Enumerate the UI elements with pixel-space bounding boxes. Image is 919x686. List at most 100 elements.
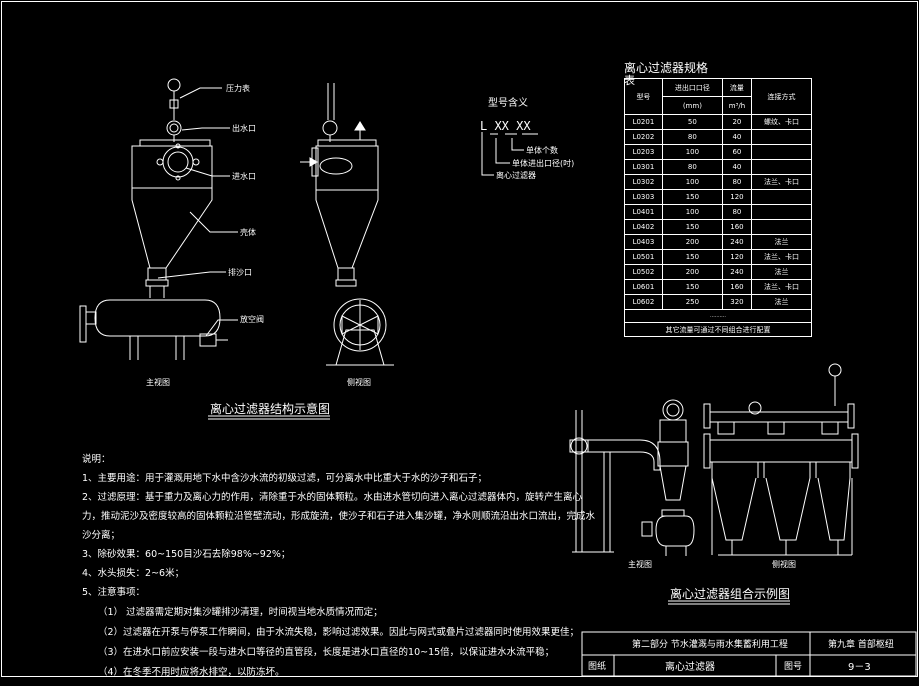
combo-side-view xyxy=(703,363,859,556)
spec-cell-model: L0303 xyxy=(624,189,663,205)
label-body: 壳体 xyxy=(240,228,256,237)
model-title: 型号含义 xyxy=(488,98,528,109)
spec-cell-diameter: 150 xyxy=(661,279,723,295)
spec-cell-diameter: 50 xyxy=(661,114,723,130)
note-line: 5、注意事项： xyxy=(82,587,146,598)
spec-cell-model: L0203 xyxy=(624,144,663,160)
spec-cell-diameter: 80 xyxy=(661,129,723,145)
spec-cell-connection: 法兰 xyxy=(750,264,813,280)
note-line: 3、除砂效果：60~150目沙石去除98%~92%； xyxy=(82,549,291,560)
spec-cell-flow: 160 xyxy=(721,279,752,295)
combo-label-side: 侧视图 xyxy=(772,560,796,569)
filter-main-view xyxy=(79,78,238,360)
title-block-number-label: 图号 xyxy=(784,662,803,672)
spec-cell-model: L0201 xyxy=(624,114,663,130)
label-pressure-gauge: 压力表 xyxy=(226,84,250,93)
spec-cell-connection: 法兰、卡口 xyxy=(750,279,813,295)
spec-header-flow: 流量 xyxy=(721,78,752,97)
label-sand-outlet: 排沙口 xyxy=(228,268,252,277)
spec-cell-model: L0602 xyxy=(624,294,663,310)
model-label-diameter: 单体进出口径(吋) xyxy=(512,159,575,168)
note-line: （1） 过滤器需定期对集沙罐排沙清理，时间视当地水质情况而定； xyxy=(98,607,383,618)
label-drain-valve: 放空阀 xyxy=(240,315,264,324)
spec-cell-model: L0501 xyxy=(624,249,663,265)
spec-cell-flow: 120 xyxy=(721,249,752,265)
label-inlet: 进水口 xyxy=(232,172,256,181)
spec-cell-flow: 240 xyxy=(721,264,752,280)
model-code-leaders xyxy=(481,132,538,176)
spec-cell-flow: 60 xyxy=(721,144,752,160)
note-line: （2）过滤器在开泵与停泵工作瞬间，由于水流失稳，影响过滤效果。因此与网式或叠片过… xyxy=(98,627,580,638)
spec-header-model: 型号 xyxy=(624,78,663,115)
title-block-lines xyxy=(581,631,917,677)
spec-cell-flow: 120 xyxy=(721,189,752,205)
label-side-view: 侧视图 xyxy=(347,378,371,387)
spec-cell-model: L0502 xyxy=(624,264,663,280)
spec-cell-flow: 80 xyxy=(721,174,752,190)
spec-cell-flow: 160 xyxy=(721,219,752,235)
model-label-filter: 离心过滤器 xyxy=(496,171,536,180)
spec-cell-flow: 20 xyxy=(721,114,752,130)
combo-label-main: 主视图 xyxy=(628,560,652,569)
title-block-chapter: 第九章 首部枢纽 xyxy=(828,640,894,650)
spec-cell-diameter: 150 xyxy=(661,219,723,235)
spec-cell-connection xyxy=(750,204,813,220)
spec-header-diameter: 进出口口径 xyxy=(661,78,723,97)
spec-header-connection: 连接方式 xyxy=(750,78,813,115)
title-block-number: 9－3 xyxy=(848,662,871,673)
spec-cell-diameter: 250 xyxy=(661,294,723,310)
spec-cell-connection xyxy=(750,219,813,235)
note-line: 1、主要用途：用于灌溉用地下水中含沙水流的初级过滤，可分离水中比重大于水的沙子和… xyxy=(82,473,488,484)
filter-side-view xyxy=(300,83,394,366)
spec-cell-flow: 240 xyxy=(721,234,752,250)
structure-caption: 离心过滤器结构示意图 xyxy=(210,402,331,416)
spec-cell-connection: 法兰 xyxy=(750,234,813,250)
spec-cell-flow: 80 xyxy=(721,204,752,220)
spec-unit-flow: m³/h xyxy=(721,96,752,115)
spec-cell-diameter: 100 xyxy=(661,204,723,220)
note-line: （3）在进水口前应安装一段与进水口等径的直管段，长度是进水口直径的10~15倍，… xyxy=(98,647,555,658)
spec-cell-diameter: 100 xyxy=(661,174,723,190)
spec-cell-flow: 40 xyxy=(721,159,752,175)
label-outlet: 出水口 xyxy=(232,124,256,133)
note-line: 4、水头损失：2~6米； xyxy=(82,568,185,579)
spec-cell-connection xyxy=(750,144,813,160)
note-line: 沙分离； xyxy=(82,530,121,541)
spec-cell-model: L0202 xyxy=(624,129,663,145)
title-block-part: 第二部分 节水灌溉与雨水集蓄利用工程 xyxy=(632,640,788,650)
spec-cell-model: L0403 xyxy=(624,234,663,250)
spec-cell-connection xyxy=(750,189,813,205)
note-line: 力，推动泥沙及密度较高的固体颗粒沿管壁流动，形成旋流，使沙子和石子进入集沙罐，净… xyxy=(82,511,596,522)
spec-cell-model: L0302 xyxy=(624,174,663,190)
spec-cell-flow: 320 xyxy=(721,294,752,310)
title-block-drawing-name: 离心过滤器 xyxy=(665,662,715,673)
note-line: 2、过滤原理：基于重力及离心力的作用，清除重于水的固体颗粒。水由进水管切向进入离… xyxy=(82,492,583,503)
spec-cell-connection xyxy=(750,129,813,145)
spec-cell-model: L0402 xyxy=(624,219,663,235)
spec-cell-flow: 40 xyxy=(721,129,752,145)
combo-caption: 离心过滤器组合示例图 xyxy=(670,587,791,601)
model-code: L XX XX xyxy=(480,119,531,133)
spec-cell-diameter: 150 xyxy=(661,249,723,265)
title-block-drawing-label: 图纸 xyxy=(588,662,607,672)
spec-cell-connection: 法兰、卡口 xyxy=(750,249,813,265)
combo-main-view xyxy=(569,399,695,556)
spec-cell-diameter: 100 xyxy=(661,144,723,160)
spec-cell-model: L0601 xyxy=(624,279,663,295)
notes-heading: 说明： xyxy=(82,454,111,465)
